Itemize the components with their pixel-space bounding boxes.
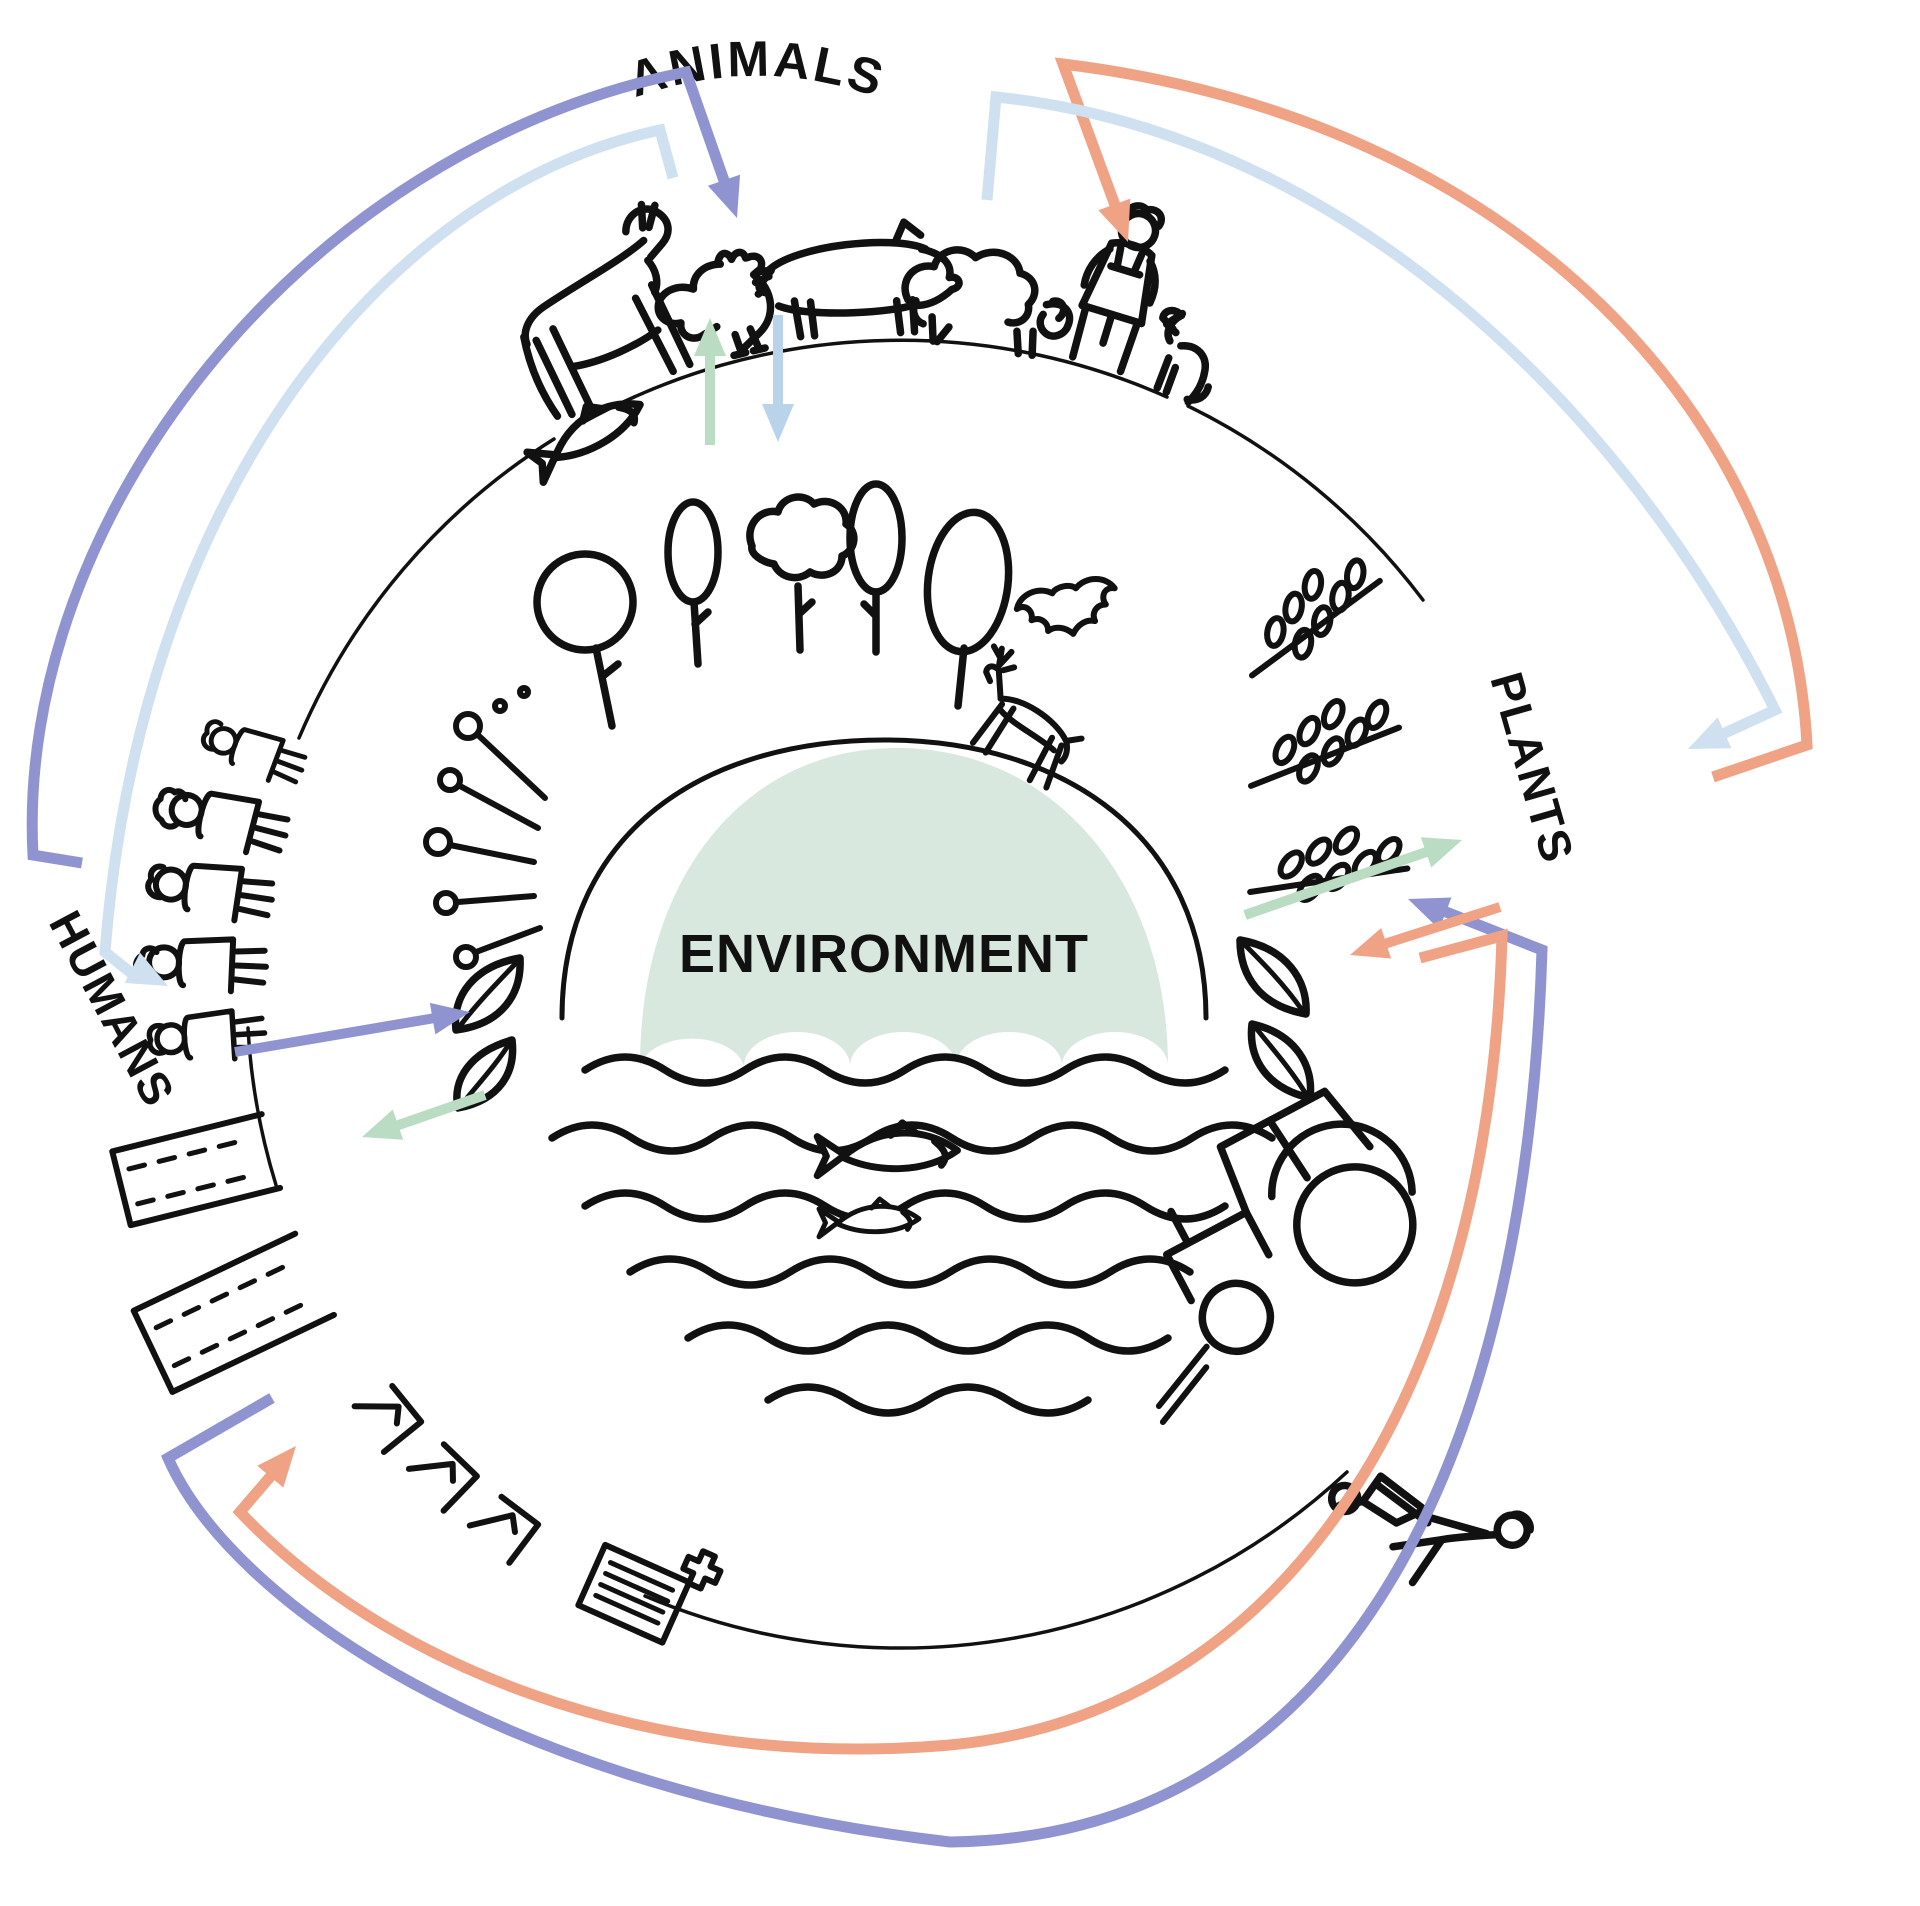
arrow-environment-to-plants bbox=[1243, 837, 1462, 920]
humans-label: HUMANS bbox=[39, 902, 185, 1115]
circle-segment bbox=[297, 437, 556, 740]
dog-icon bbox=[1153, 306, 1213, 406]
environment-dome-outline bbox=[559, 737, 1209, 1021]
arrow-plants-to-humans bbox=[232, 928, 1508, 1755]
humans-section: HUMANS bbox=[39, 719, 724, 1646]
sheep-icon bbox=[901, 246, 1074, 360]
arrow-animals-to-plants bbox=[981, 90, 1783, 749]
large-oval-tree-icon bbox=[923, 508, 1013, 710]
grain-stalk-icon bbox=[1249, 557, 1383, 679]
arrow-humans-to-environment bbox=[234, 1002, 470, 1057]
plants-section: PLANTS bbox=[1155, 557, 1584, 1587]
animals-label: ANIMALS bbox=[622, 31, 892, 108]
arrow-animals-to-environment bbox=[762, 315, 794, 442]
arrow-plants-to-animals bbox=[1054, 57, 1813, 783]
water-waves bbox=[548, 1053, 1276, 1417]
checklist-icon bbox=[405, 1441, 480, 1514]
person-icon bbox=[145, 862, 276, 924]
arrow-environment-to-animals bbox=[694, 318, 726, 445]
fish-icon bbox=[816, 1196, 922, 1240]
environment-dome bbox=[640, 748, 1168, 1066]
checklist-icon bbox=[351, 1383, 425, 1455]
building-icon bbox=[130, 1230, 337, 1395]
arrow-environment-to-humans bbox=[362, 1090, 487, 1140]
arrow-humans-to-animals bbox=[26, 65, 741, 869]
arrow-plants-to-environment bbox=[1350, 902, 1502, 959]
cow-icon bbox=[520, 200, 694, 420]
circle-segment bbox=[246, 1026, 278, 1187]
environment-label: ENVIRONMENT bbox=[679, 924, 1089, 984]
circle-segment bbox=[1186, 404, 1425, 602]
environment-section: ENVIRONMENT bbox=[423, 480, 1315, 1417]
cloud-tree-icon bbox=[746, 493, 858, 654]
plants-label: PLANTS bbox=[1480, 666, 1584, 869]
deer-icon bbox=[969, 643, 1085, 791]
oval-tree-icon bbox=[846, 480, 906, 656]
medical-record-icon bbox=[575, 1541, 724, 1646]
fish-icon bbox=[813, 1119, 961, 1180]
building-icon bbox=[109, 1111, 284, 1229]
circle-segment bbox=[582, 338, 1169, 424]
bat-icon bbox=[1013, 576, 1118, 637]
ring-arrows bbox=[26, 57, 1813, 1848]
leaf-icon bbox=[451, 954, 524, 1112]
arrow-animals-to-humans bbox=[99, 123, 679, 986]
circle-segment bbox=[643, 1470, 1349, 1650]
environment-arrows bbox=[234, 315, 1502, 1140]
person-icon bbox=[132, 936, 269, 995]
checklist-icon bbox=[466, 1493, 542, 1566]
oval-tree-icon bbox=[664, 498, 722, 668]
tractor-icon bbox=[1155, 1087, 1417, 1426]
leaf-icon bbox=[1236, 936, 1315, 1102]
pig-icon bbox=[755, 218, 963, 341]
person-icon bbox=[146, 1008, 268, 1062]
grain-stalk-icon bbox=[1248, 698, 1402, 789]
animals-section: ANIMALS bbox=[520, 31, 1213, 486]
round-tree-icon bbox=[533, 550, 637, 730]
person-icon bbox=[152, 786, 291, 856]
person-icon bbox=[200, 719, 308, 785]
dandelion-icons bbox=[423, 685, 548, 970]
main-circle bbox=[246, 338, 1425, 1650]
